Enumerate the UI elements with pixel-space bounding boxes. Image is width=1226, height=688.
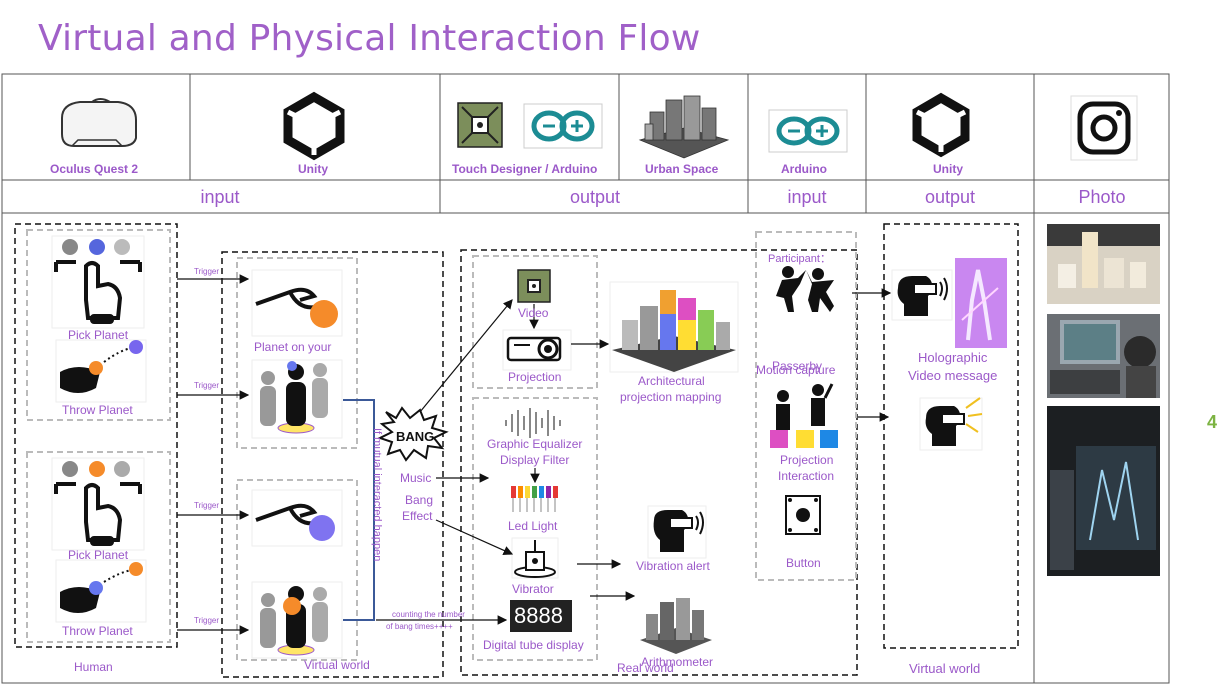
vibration-alert-label: Vibration alert	[636, 559, 710, 573]
virtual-output-group	[883, 223, 1019, 649]
vr-user-icon-2	[919, 397, 983, 451]
arduino-logo-icon	[768, 109, 848, 153]
vr-user-icon-1	[891, 269, 953, 321]
avatars-icon-1	[251, 359, 343, 439]
mutual-bracket	[343, 399, 375, 621]
vibrator-icon	[511, 537, 559, 579]
led-light-icon	[511, 486, 558, 512]
trigger-label: Trigger	[194, 501, 220, 510]
throw-planet-icon-2	[55, 559, 147, 623]
participants-icon	[776, 266, 834, 312]
trigger-label: Trigger	[194, 616, 220, 625]
motion-capture-label: Motion capture	[756, 363, 836, 377]
pick-planet-label-2: Pick Planet	[68, 548, 129, 562]
projection-label: Projection	[508, 370, 562, 384]
header-photo: Photo	[1078, 187, 1126, 207]
passerby-label: Passerby	[772, 359, 823, 373]
led-light-label: Led Light	[508, 519, 558, 533]
unity-logo-icon	[912, 92, 970, 158]
video-label: Video	[518, 306, 549, 320]
digital-tube-icon: 8888	[510, 600, 572, 632]
throw-planet-label-2: Throw Planet	[62, 624, 133, 638]
oculus-headset-icon	[61, 98, 137, 147]
digital-tube-label: Digital tube display	[483, 638, 584, 652]
urban-space-label: Urban Space	[645, 162, 719, 176]
header-input-1: input	[200, 187, 240, 207]
hand-planet-icon-2	[251, 489, 343, 547]
throw-planet-label-1: Throw Planet	[62, 403, 133, 417]
projection-interaction-label-1: Projection	[780, 453, 834, 467]
vibration-alert-icon	[647, 505, 707, 559]
mutual-interaction-label: If mutual interacted happen	[371, 428, 383, 562]
arithmometer-label: Arithmometer	[641, 655, 714, 669]
trigger-label: Trigger	[194, 267, 220, 276]
photo-2	[1047, 314, 1160, 398]
pick-planet-label-1: Pick Planet	[68, 328, 129, 342]
photo-3	[1047, 406, 1160, 576]
virtual-group	[221, 251, 444, 678]
virtual-world-output-footer: Virtual world	[909, 661, 981, 676]
participant-label: Participant：	[768, 253, 831, 265]
equalizer-label-2: Display Filter	[500, 453, 570, 467]
projection-interaction-label-2: Interaction	[778, 469, 835, 483]
digital-tube-digits: 8888	[514, 603, 563, 628]
page-title: Virtual and Physical Interaction Flow	[38, 18, 701, 59]
button-label: Button	[786, 556, 821, 570]
arduino-label: Arduino	[781, 162, 827, 176]
header-output-1: output	[569, 187, 621, 207]
human-group	[14, 223, 178, 648]
planet-on-your-label: Planet on your	[254, 340, 332, 354]
urban-space-icon	[638, 95, 730, 159]
counting-label-2: of bang times++++	[386, 622, 453, 631]
throw-planet-icon-1	[55, 339, 147, 403]
bang-effect-label-2: Effect	[402, 509, 433, 523]
oculus-label: Oculus Quest 2	[50, 162, 139, 176]
equalizer-icon	[505, 408, 561, 438]
architectural-projection-icon	[609, 281, 739, 373]
page-number: 4	[1207, 412, 1218, 432]
human-footer: Human	[74, 660, 113, 674]
td-arduino-label: Touch Designer / Arduino	[452, 162, 598, 176]
bang-burst-icon: BANG	[377, 406, 449, 462]
holographic-label-1: Holographic	[918, 350, 988, 365]
avatars-icon-2	[251, 581, 343, 659]
equalizer-label-1: Graphic Equalizer	[487, 437, 583, 451]
unity-label-2: Unity	[933, 162, 963, 176]
arithmometer-icon	[640, 598, 712, 654]
unity-logo-icon	[283, 91, 345, 161]
bang-text: BANG	[396, 429, 434, 444]
button-icon	[785, 495, 821, 535]
instagram-icon	[1070, 95, 1138, 161]
holographic-label-2: Video message	[908, 368, 998, 383]
header-output-2: output	[924, 187, 976, 207]
real-world-footer: Real world	[617, 661, 674, 675]
pick-planet-icon-2	[51, 457, 145, 551]
virtual-world-footer: Virtual world	[304, 658, 370, 672]
trigger-label: Trigger	[194, 381, 220, 390]
unity-label-1: Unity	[298, 162, 328, 176]
video-icon	[517, 269, 551, 303]
header-input-2: input	[787, 187, 827, 207]
projection-interaction-icon	[770, 383, 838, 448]
music-label: Music	[400, 471, 432, 485]
arch-label-1: Architectural	[638, 374, 705, 388]
pick-planet-icon-1	[51, 235, 145, 329]
touch-designer-icon	[457, 102, 503, 148]
bang-effect-label-1: Bang	[405, 493, 434, 507]
counting-label-1: counting the number	[392, 610, 465, 619]
arduino-logo-icon	[523, 103, 603, 149]
photo-1	[1047, 224, 1160, 304]
holographic-video-icon	[955, 258, 1007, 348]
projector-icon	[502, 329, 572, 371]
hand-planet-icon-1	[251, 269, 343, 337]
vibrator-label: Vibrator	[512, 582, 554, 596]
arch-label-2: projection mapping	[620, 390, 722, 404]
